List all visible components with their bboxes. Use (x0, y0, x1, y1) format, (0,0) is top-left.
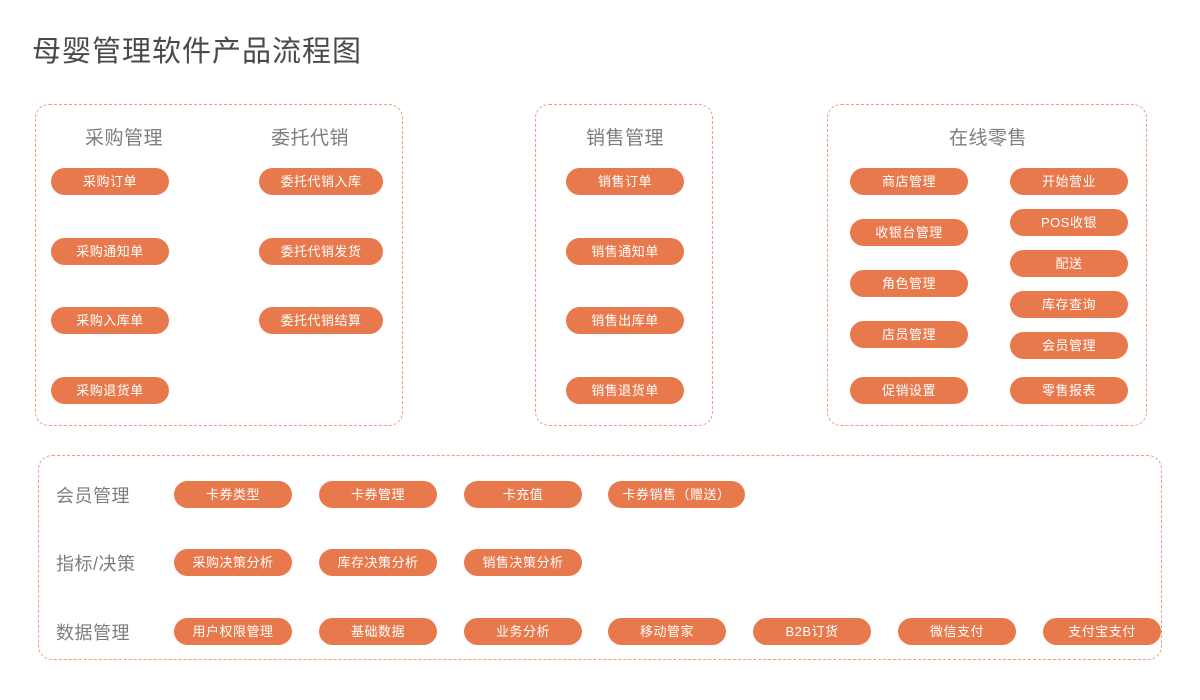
pill-role-management[interactable]: 角色管理 (850, 270, 968, 297)
pill-user-permission-management[interactable]: 用户权限管理 (174, 618, 292, 645)
pill-procurement-order[interactable]: 采购订单 (51, 168, 169, 195)
pill-procurement-decision-analysis[interactable]: 采购决策分析 (174, 549, 292, 576)
panel-header-online-retail: 在线零售 (948, 128, 1027, 149)
panel-header-consignment: 委托代销 (270, 128, 349, 149)
pill-promotion-settings[interactable]: 促销设置 (850, 377, 968, 404)
panel-platform: 会员管理 卡券类型 卡券管理 卡充值 卡券销售（赠送） 指标/决策 采购决策分析… (38, 455, 1162, 660)
pill-business-analysis[interactable]: 业务分析 (464, 618, 582, 645)
pill-procurement-return[interactable]: 采购退货单 (51, 377, 169, 404)
pill-mobile-steward[interactable]: 移动管家 (608, 618, 726, 645)
pill-b2b-ordering[interactable]: B2B订货 (753, 618, 871, 645)
pill-pos-checkout[interactable]: POS收银 (1010, 209, 1128, 236)
pill-wechat-pay[interactable]: 微信支付 (898, 618, 1016, 645)
pill-card-management[interactable]: 卡券管理 (319, 481, 437, 508)
page-title: 母婴管理软件产品流程图 (32, 36, 363, 68)
pill-retail-report[interactable]: 零售报表 (1010, 377, 1128, 404)
pill-cashier-desk-management[interactable]: 收银台管理 (850, 219, 968, 246)
pill-procurement-inbound[interactable]: 采购入库单 (51, 307, 169, 334)
pill-sales-notice[interactable]: 销售通知单 (566, 238, 684, 265)
pill-delivery[interactable]: 配送 (1010, 250, 1128, 277)
pill-consignment-settlement[interactable]: 委托代销结算 (259, 307, 383, 334)
pill-alipay-pay[interactable]: 支付宝支付 (1043, 618, 1161, 645)
pill-card-type[interactable]: 卡券类型 (174, 481, 292, 508)
pill-sales-return[interactable]: 销售退货单 (566, 377, 684, 404)
panel-online-retail: 在线零售 商店管理 收银台管理 角色管理 店员管理 促销设置 开始营业 POS收… (827, 104, 1147, 426)
row-label-data-management: 数据管理 (56, 623, 130, 643)
panel-header-sales: 销售管理 (585, 128, 664, 149)
pill-member-management-retail[interactable]: 会员管理 (1010, 332, 1128, 359)
pill-sales-order[interactable]: 销售订单 (566, 168, 684, 195)
pill-clerk-management[interactable]: 店员管理 (850, 321, 968, 348)
pill-sales-decision-analysis[interactable]: 销售决策分析 (464, 549, 582, 576)
panel-header-procurement: 采购管理 (84, 128, 163, 149)
panel-sales: 销售管理 销售订单 销售通知单 销售出库单 销售退货单 (535, 104, 713, 426)
pill-consignment-inbound[interactable]: 委托代销入库 (259, 168, 383, 195)
pill-inventory-decision-analysis[interactable]: 库存决策分析 (319, 549, 437, 576)
pill-basic-data[interactable]: 基础数据 (319, 618, 437, 645)
pill-store-management[interactable]: 商店管理 (850, 168, 968, 195)
pill-card-sale-gift[interactable]: 卡券销售（赠送） (608, 481, 745, 508)
pill-consignment-delivery[interactable]: 委托代销发货 (259, 238, 383, 265)
pill-sales-outbound[interactable]: 销售出库单 (566, 307, 684, 334)
pill-card-recharge[interactable]: 卡充值 (464, 481, 582, 508)
pill-start-business[interactable]: 开始营业 (1010, 168, 1128, 195)
pill-procurement-notice[interactable]: 采购通知单 (51, 238, 169, 265)
row-label-member-management: 会员管理 (56, 486, 130, 506)
pill-inventory-query[interactable]: 库存查询 (1010, 291, 1128, 318)
panel-procurement-consignment: 采购管理 委托代销 采购订单 采购通知单 采购入库单 采购退货单 委托代销入库 … (35, 104, 403, 426)
row-label-metrics-decision: 指标/决策 (56, 554, 136, 574)
